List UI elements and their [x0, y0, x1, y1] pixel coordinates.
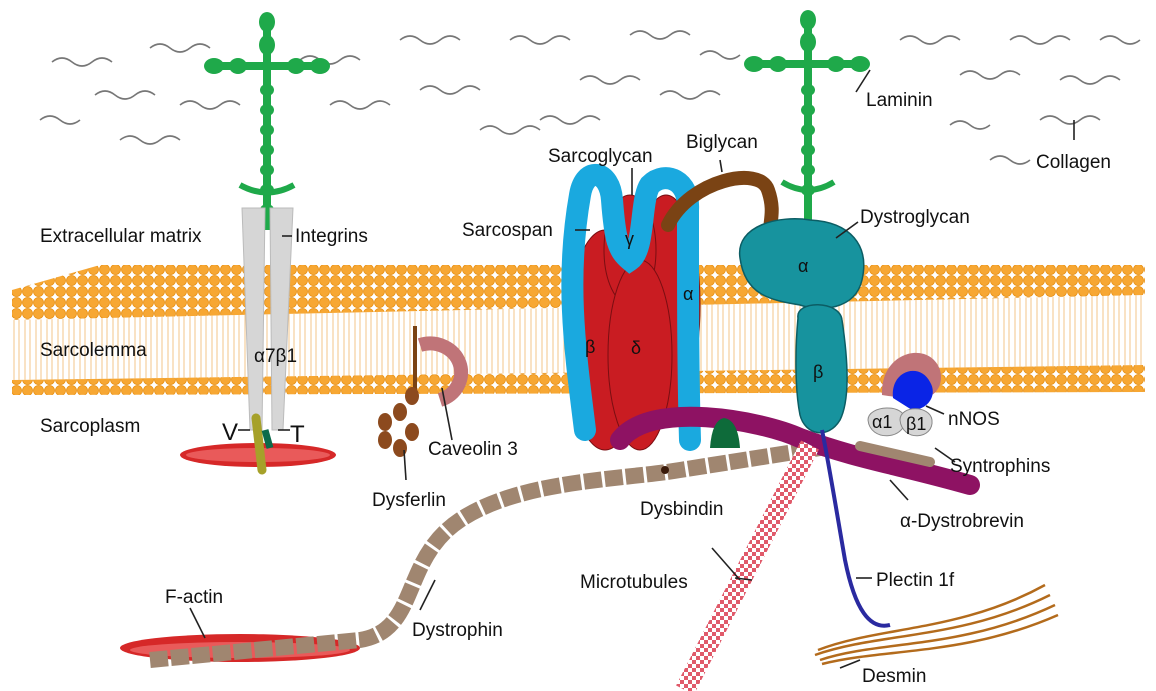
sg-alpha-label: α — [683, 284, 693, 304]
sg-delta-label: δ — [631, 338, 641, 358]
label-sarcolemma: Sarcolemma — [40, 340, 147, 361]
collagen-fibers — [40, 31, 1140, 164]
label-biglycan: Biglycan — [686, 132, 758, 153]
integrin-subunit-label: α7β1 — [254, 346, 297, 367]
label-plectin: Plectin 1f — [876, 570, 955, 591]
label-dystrophin: Dystrophin — [412, 620, 503, 641]
label-syntrophins: Syntrophins — [950, 456, 1050, 477]
label-sarcoglycan: Sarcoglycan — [548, 146, 653, 167]
label-dystroglycan: Dystroglycan — [860, 207, 970, 228]
sg-beta-label: β — [585, 337, 595, 357]
syn-a1-label: α1 — [872, 412, 892, 432]
vinculin-talin-link — [256, 418, 262, 470]
label-integrins: Integrins — [295, 226, 368, 247]
label-nnos: nNOS — [948, 409, 1000, 430]
label-caveolin3: Caveolin 3 — [428, 439, 518, 460]
talin-link — [265, 430, 270, 448]
label-dysbindin: Dysbindin — [640, 499, 723, 520]
label-vinculin: V — [222, 419, 238, 446]
laminin-left — [204, 12, 330, 230]
microtubule-shape — [685, 445, 810, 690]
dystrophin-hinge — [661, 466, 669, 474]
label-desmin: Desmin — [862, 666, 926, 687]
desmin-fibers — [815, 585, 1058, 664]
dg-beta-label: β — [813, 362, 823, 382]
label-laminin: Laminin — [866, 90, 933, 111]
syn-b1-label: β1 — [906, 414, 926, 434]
label-dystrobrevin: α-Dystrobrevin — [900, 511, 1024, 532]
label-dysferlin: Dysferlin — [372, 490, 446, 511]
label-talin: T — [290, 421, 305, 448]
label-sarcoplasm: Sarcoplasm — [40, 416, 140, 437]
sg-gamma-label: γ — [625, 229, 634, 249]
label-sarcospan: Sarcospan — [462, 220, 553, 241]
label-microtubules: Microtubules — [580, 572, 688, 593]
dg-alpha-label: α — [798, 256, 808, 276]
label-extracellular-matrix: Extracellular matrix — [40, 226, 202, 247]
label-f-actin: F-actin — [165, 587, 223, 608]
label-collagen: Collagen — [1036, 152, 1111, 173]
